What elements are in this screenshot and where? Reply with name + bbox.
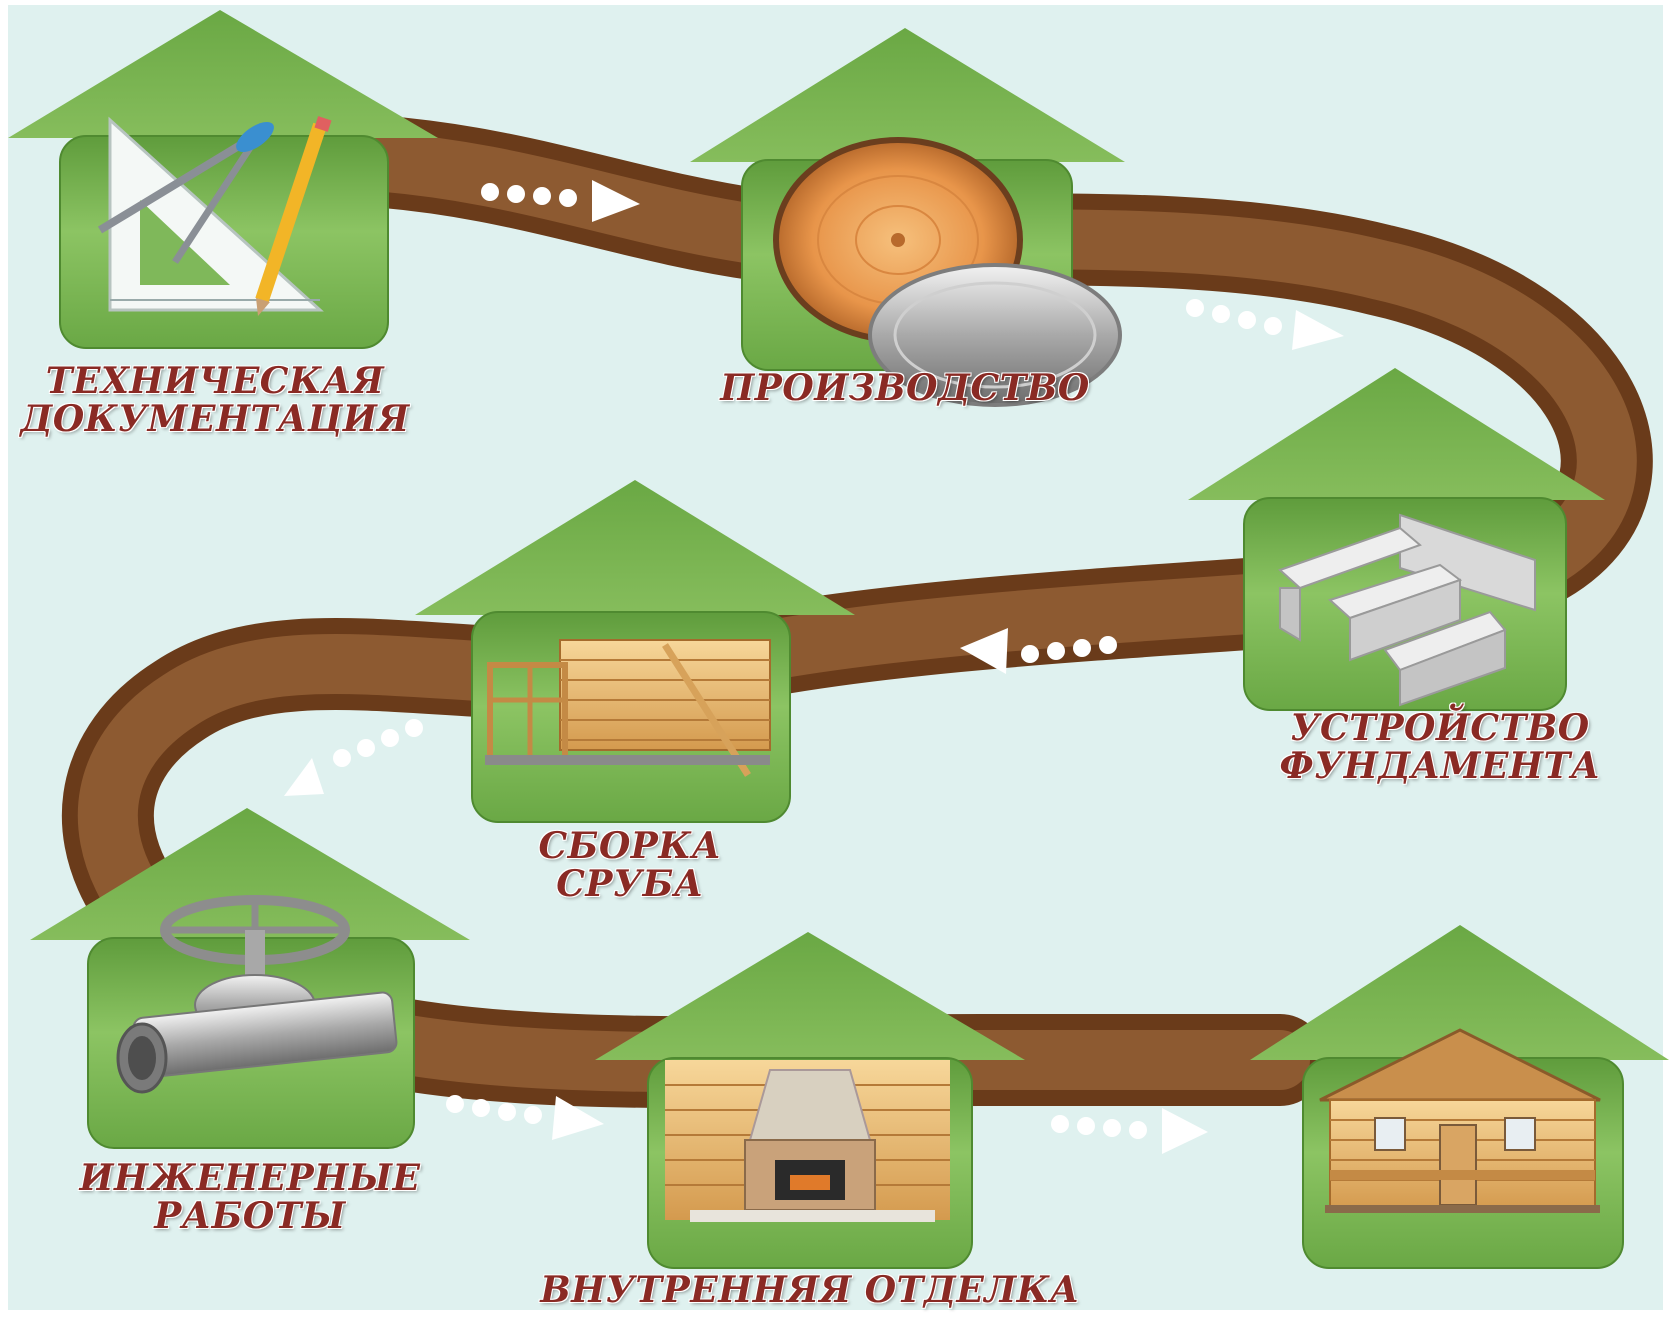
step-label-line: ВНУТРЕННЯЯ ОТДЕЛКА	[540, 1269, 1080, 1311]
house-production	[690, 28, 1125, 407]
log-frame-icon	[485, 639, 771, 777]
step-label-foundation: УСТРОЙСТВО ФУНДАМЕНТА	[1230, 707, 1650, 787]
direction-arrow-1	[481, 180, 640, 222]
pipe-valve-icon	[116, 895, 398, 1094]
house-finished	[1250, 925, 1669, 1269]
step-label-line: СБОРКА	[538, 825, 722, 867]
house-interior	[595, 932, 1025, 1269]
log-and-saw-icon	[773, 137, 1122, 407]
step-label-line: СРУБА	[556, 862, 704, 905]
step-label-line: ДОКУМЕНТАЦИЯ	[20, 397, 410, 440]
step-label-line: ИНЖЕНЕРНЫЕ	[79, 1157, 421, 1199]
step-label-line: УСТРОЙСТВО	[1290, 707, 1590, 749]
house-foundation	[1188, 368, 1605, 711]
step-label-log-frame: СБОРКА СРУБА	[480, 825, 780, 905]
direction-arrow-4	[284, 719, 423, 796]
step-label-line: ФУНДАМЕНТА	[1279, 744, 1601, 787]
step-label-line: ТЕХНИЧЕСКАЯ	[45, 360, 385, 402]
step-label-production: ПРОИЗВОДСТВО	[690, 367, 1120, 409]
foundation-blocks-icon	[1278, 513, 1536, 707]
step-label-interior: ВНУТРЕННЯЯ ОТДЕЛКА	[500, 1269, 1120, 1311]
direction-arrow-3	[960, 628, 1117, 674]
fireplace-interior-icon	[665, 1060, 950, 1222]
step-label-engineering: ИНЖЕНЕРНЫЕ РАБОТЫ	[60, 1157, 440, 1237]
step-label-line: ПРОИЗВОДСТВО	[720, 367, 1090, 409]
finished-house-icon	[1319, 1028, 1601, 1213]
house-log-frame	[415, 480, 855, 823]
house-technical-documentation	[8, 10, 438, 349]
house-engineering	[30, 808, 470, 1149]
step-label-technical-documentation: ТЕХНИЧЕСКАЯ ДОКУМЕНТАЦИЯ	[15, 360, 415, 440]
direction-arrow-5	[446, 1095, 604, 1140]
direction-arrow-6	[1051, 1108, 1208, 1154]
drafting-tools-icon	[97, 116, 332, 316]
step-label-line: РАБОТЫ	[154, 1194, 346, 1237]
direction-arrow-2	[1186, 299, 1344, 350]
